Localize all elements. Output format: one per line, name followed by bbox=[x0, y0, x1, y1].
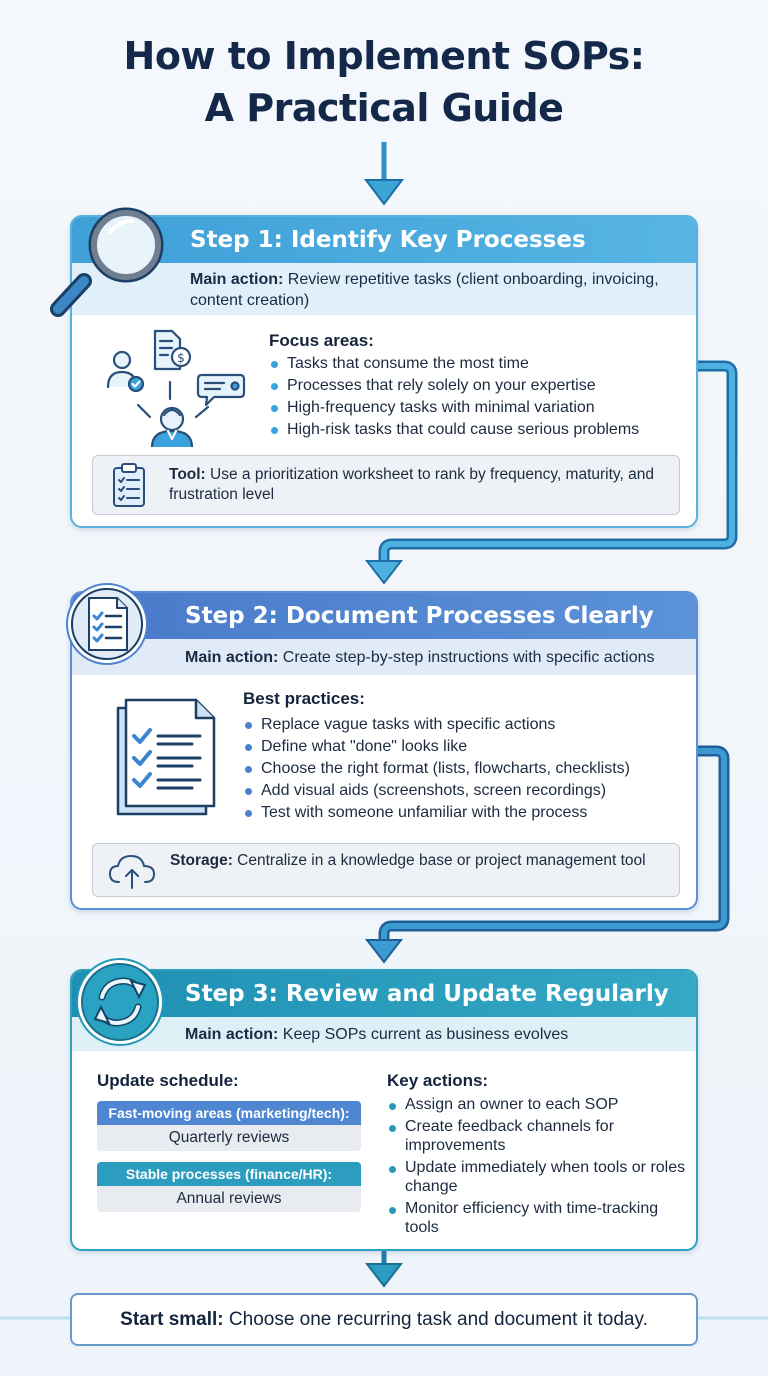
step3-card: Step 3: Review and Update Regularly Main… bbox=[70, 969, 698, 1251]
best-practices-list: Replace vague tasks with specific action… bbox=[243, 714, 630, 824]
checklist-document-icon bbox=[66, 583, 148, 665]
connector-step2-step3 bbox=[364, 745, 730, 964]
list-item: Assign an owner to each SOP bbox=[387, 1095, 687, 1114]
step2-main-action: Main action: Create step-by-step instruc… bbox=[72, 639, 696, 675]
key-actions-title: Key actions: bbox=[387, 1071, 489, 1090]
update-schedule-title: Update schedule: bbox=[97, 1071, 239, 1090]
step1-main-action: Main action: Review repetitive tasks (cl… bbox=[72, 263, 696, 315]
list-item: Add visual aids (screenshots, screen rec… bbox=[243, 780, 630, 802]
clipboard-checklist-icon bbox=[113, 463, 145, 507]
list-item: Processes that rely solely on your exper… bbox=[269, 375, 639, 397]
arrow-down-icon bbox=[364, 142, 404, 206]
list-item: Create feedback channels for improvement… bbox=[387, 1117, 687, 1155]
list-item: High-frequency tasks with minimal variat… bbox=[269, 397, 639, 419]
document-stack-icon bbox=[116, 698, 216, 816]
refresh-cycle-icon bbox=[76, 958, 164, 1046]
start-small-banner: Start small: Choose one recurring task a… bbox=[70, 1293, 698, 1346]
focus-areas-title: Focus areas: bbox=[269, 331, 374, 350]
storage-box: Storage: Centralize in a knowledge base … bbox=[92, 843, 680, 897]
focus-areas-list: Tasks that consume the most time Process… bbox=[269, 353, 639, 441]
connector-step1-step2 bbox=[364, 360, 738, 585]
tool-text: Tool: Use a prioritization worksheet to … bbox=[169, 466, 655, 503]
list-item: Test with someone unfamiliar with the pr… bbox=[243, 802, 630, 824]
step2-heading: Step 2: Document Processes Clearly bbox=[72, 593, 696, 639]
step1-card: Step 1: Identify Key Processes Main acti… bbox=[70, 215, 698, 528]
list-item: Replace vague tasks with specific action… bbox=[243, 714, 630, 736]
tool-box: Tool: Use a prioritization worksheet to … bbox=[92, 455, 680, 515]
svg-text:$: $ bbox=[177, 351, 185, 365]
list-item: Monitor efficiency with time-tracking to… bbox=[387, 1199, 687, 1237]
list-item: High-risk tasks that could cause serious… bbox=[269, 419, 639, 441]
cloud-upload-icon bbox=[109, 855, 155, 889]
schedule-label-fast: Fast-moving areas (marketing/tech): bbox=[97, 1101, 361, 1125]
list-item: Choose the right format (lists, flowchar… bbox=[243, 758, 630, 780]
list-item: Update immediately when tools or roles c… bbox=[387, 1158, 687, 1196]
arrow-down-icon bbox=[364, 1251, 404, 1288]
step3-heading: Step 3: Review and Update Regularly bbox=[72, 971, 696, 1017]
schedule-label-stable: Stable processes (finance/HR): bbox=[97, 1162, 361, 1186]
best-practices-title: Best practices: bbox=[243, 689, 365, 708]
step3-main-action: Main action: Keep SOPs current as busine… bbox=[72, 1017, 696, 1051]
key-actions-list: Assign an owner to each SOP Create feedb… bbox=[387, 1095, 687, 1240]
list-item: Tasks that consume the most time bbox=[269, 353, 639, 375]
step2-card: Step 2: Document Processes Clearly Main … bbox=[70, 591, 698, 910]
people-collaboration-icon: $ bbox=[106, 329, 246, 447]
step1-heading: Step 1: Identify Key Processes bbox=[72, 217, 696, 263]
storage-text: Storage: Centralize in a knowledge base … bbox=[170, 852, 646, 869]
list-item: Define what "done" looks like bbox=[243, 736, 630, 758]
page-title: How to Implement SOPs: A Practical Guide bbox=[123, 34, 645, 130]
schedule-value-fast: Quarterly reviews bbox=[97, 1125, 361, 1151]
schedule-value-stable: Annual reviews bbox=[97, 1186, 361, 1212]
magnifier-icon bbox=[50, 207, 164, 317]
